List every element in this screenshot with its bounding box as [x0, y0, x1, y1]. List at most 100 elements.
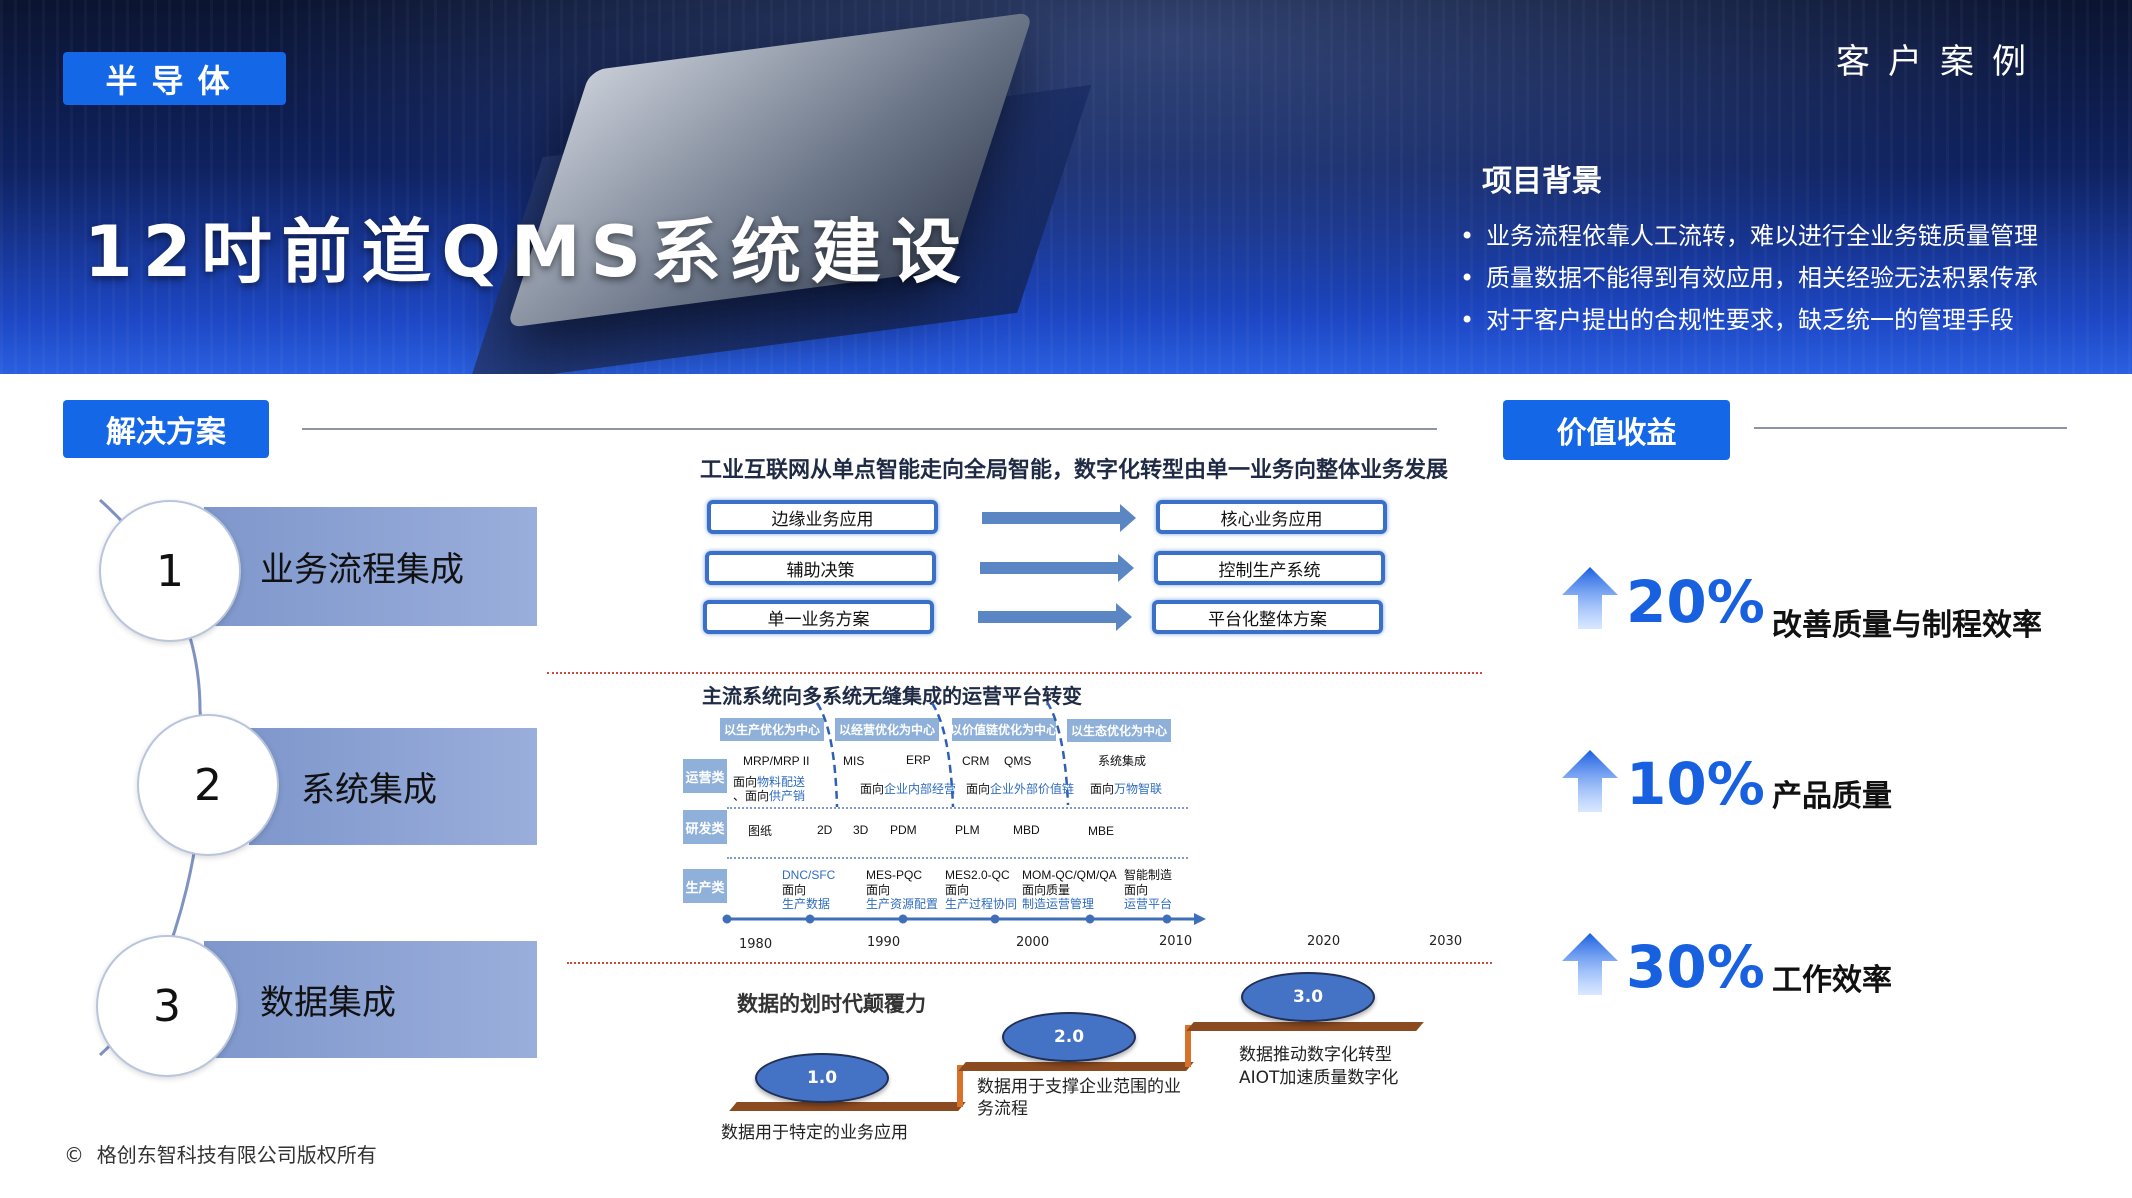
system-desc: 面向企业内部经营 [860, 782, 957, 796]
system-desc: 面向企业外部价值链 [966, 782, 1075, 796]
era-label: 以生态优化为中心 [1067, 719, 1171, 742]
system-desc: 面向物料配送、面向供产销 [733, 775, 806, 803]
arrow-up-icon [1562, 933, 1618, 995]
arrow-up-icon [1562, 750, 1618, 812]
to-box: 核心业务应用 [1156, 500, 1387, 534]
year-tick: 2030 [1429, 934, 1463, 949]
rd-item: PDM [890, 823, 917, 837]
rd-item: 2D [817, 823, 833, 837]
era-label: 以价值链优化为中心 [950, 718, 1058, 741]
divider [302, 428, 1437, 430]
background-heading: 项目背景 [1482, 164, 1602, 199]
value-label: 产品质量 [1772, 779, 1892, 814]
year-tick: 1990 [867, 935, 901, 950]
item-number-circle: 2 [137, 714, 279, 856]
year-tick: 2020 [1307, 934, 1341, 949]
version-badge: 3.0 [1241, 972, 1375, 1022]
value-label: 改善质量与制程效率 [1772, 608, 2042, 643]
bullet-text: 业务流程依靠人工流转，难以进行全业务链质量管理 [1486, 222, 2038, 250]
divider [567, 962, 1492, 964]
copyright: © 格创东智科技有限公司版权所有 [64, 1139, 377, 1168]
background-bullet: •对于客户提出的合规性要求，缺乏统一的管理手段 [1460, 306, 2014, 334]
rd-item: MBD [1013, 823, 1040, 837]
rd-item: 图纸 [748, 824, 773, 838]
stage-desc: 数据用于支撑企业范围的业务流程 [977, 1077, 1181, 1119]
prod-desc: 面向生产数据 [782, 883, 831, 911]
era-label: 以生产优化为中心 [720, 718, 824, 741]
stage-desc: 数据用于特定的业务应用 [721, 1123, 908, 1143]
prod-item: MES-PQC [866, 868, 923, 882]
bullet-text: 对于客户提出的合规性要求，缺乏统一的管理手段 [1486, 306, 2014, 334]
item-label: 数据集成 [260, 983, 396, 1023]
page-title: 12吋前道QMS系统建设 [84, 211, 971, 293]
divider [1754, 427, 2067, 429]
prod-desc: 面向运营平台 [1124, 883, 1173, 911]
item-number-circle: 1 [99, 500, 241, 642]
from-box: 单一业务方案 [703, 600, 934, 634]
arrow-right-icon [982, 504, 1136, 532]
arrow-right-icon [980, 554, 1134, 582]
prod-item: MOM-QC/QM/QA [1022, 868, 1117, 882]
system-item: MRP/MRP II [743, 754, 810, 768]
corner-label: 客户案例 [1836, 42, 2044, 82]
step-1 [729, 1102, 966, 1111]
to-box: 平台化整体方案 [1152, 600, 1383, 634]
value-tag: 价值收益 [1503, 400, 1730, 460]
item-number-circle: 3 [96, 935, 238, 1077]
row-divider [727, 807, 1188, 809]
diagram3-heading: 数据的划时代颠覆力 [737, 992, 926, 1016]
version-badge: 1.0 [755, 1053, 889, 1103]
arrow-up-icon [1562, 567, 1618, 629]
step-riser [1185, 1025, 1191, 1067]
year-tick: 1980 [739, 937, 773, 952]
from-box: 边缘业务应用 [707, 500, 938, 534]
row-divider [727, 857, 1188, 859]
value-percent: 30% [1626, 933, 1765, 1001]
circuit-background [0, 0, 2132, 374]
background-bullet: •质量数据不能得到有效应用，相关经验无法积累传承 [1460, 264, 2038, 292]
background-bullet: •业务流程依靠人工流转，难以进行全业务链质量管理 [1460, 222, 2038, 250]
header-banner [0, 0, 2132, 374]
solution-item-2: 系统集成 [249, 728, 537, 845]
solution-item-1: 业务流程集成 [204, 507, 537, 626]
diagram1-heading: 工业互联网从单点智能走向全局智能，数字化转型由单一业务向整体业务发展 [700, 458, 1449, 483]
rd-item: PLM [955, 823, 980, 837]
system-desc: 面向万物智联 [1090, 782, 1163, 796]
from-box: 辅助决策 [705, 551, 936, 585]
prod-item: MES2.0-QC [945, 868, 1010, 882]
copyright-icon: © [64, 1143, 84, 1167]
prod-item: DNC/SFC [782, 868, 836, 882]
arrow-right-icon [978, 603, 1132, 631]
category-label: 运营类 [683, 759, 727, 793]
era-label: 以经营优化为中心 [835, 718, 939, 741]
year-tick: 2010 [1159, 934, 1193, 949]
system-item: CRM [962, 754, 990, 768]
system-item: MIS [843, 754, 865, 768]
system-item: 系统集成 [1098, 754, 1147, 768]
year-tick: 2000 [1016, 935, 1050, 950]
step-riser [957, 1065, 963, 1107]
prod-desc: 面向质量制造运营管理 [1022, 883, 1095, 911]
item-label: 系统集成 [301, 770, 437, 810]
prod-desc: 面向生产过程协同 [945, 883, 1018, 911]
value-percent: 10% [1626, 750, 1765, 818]
category-label: 生产类 [683, 869, 727, 903]
solution-tag: 解决方案 [63, 400, 269, 458]
step-3 [1186, 1022, 1424, 1031]
item-label: 业务流程集成 [260, 550, 464, 590]
era-divider-curves [815, 701, 1070, 808]
solution-item-3: 数据集成 [204, 941, 537, 1058]
version-badge: 2.0 [1002, 1012, 1136, 1062]
to-box: 控制生产系统 [1154, 551, 1385, 585]
step-2 [958, 1062, 1194, 1071]
diagram2-heading: 主流系统向多系统无缝集成的运营平台转变 [702, 684, 1082, 708]
timeline-axis [722, 913, 1206, 925]
value-label: 工作效率 [1772, 963, 1892, 998]
industry-tag: 半导体 [63, 52, 286, 105]
value-percent: 20% [1626, 568, 1765, 636]
bullet-text: 质量数据不能得到有效应用，相关经验无法积累传承 [1486, 264, 2038, 292]
system-item: ERP [906, 753, 931, 767]
system-item: QMS [1004, 754, 1032, 768]
prod-desc: 面向生产资源配置 [866, 883, 939, 911]
prod-item: 智能制造 [1124, 868, 1173, 882]
